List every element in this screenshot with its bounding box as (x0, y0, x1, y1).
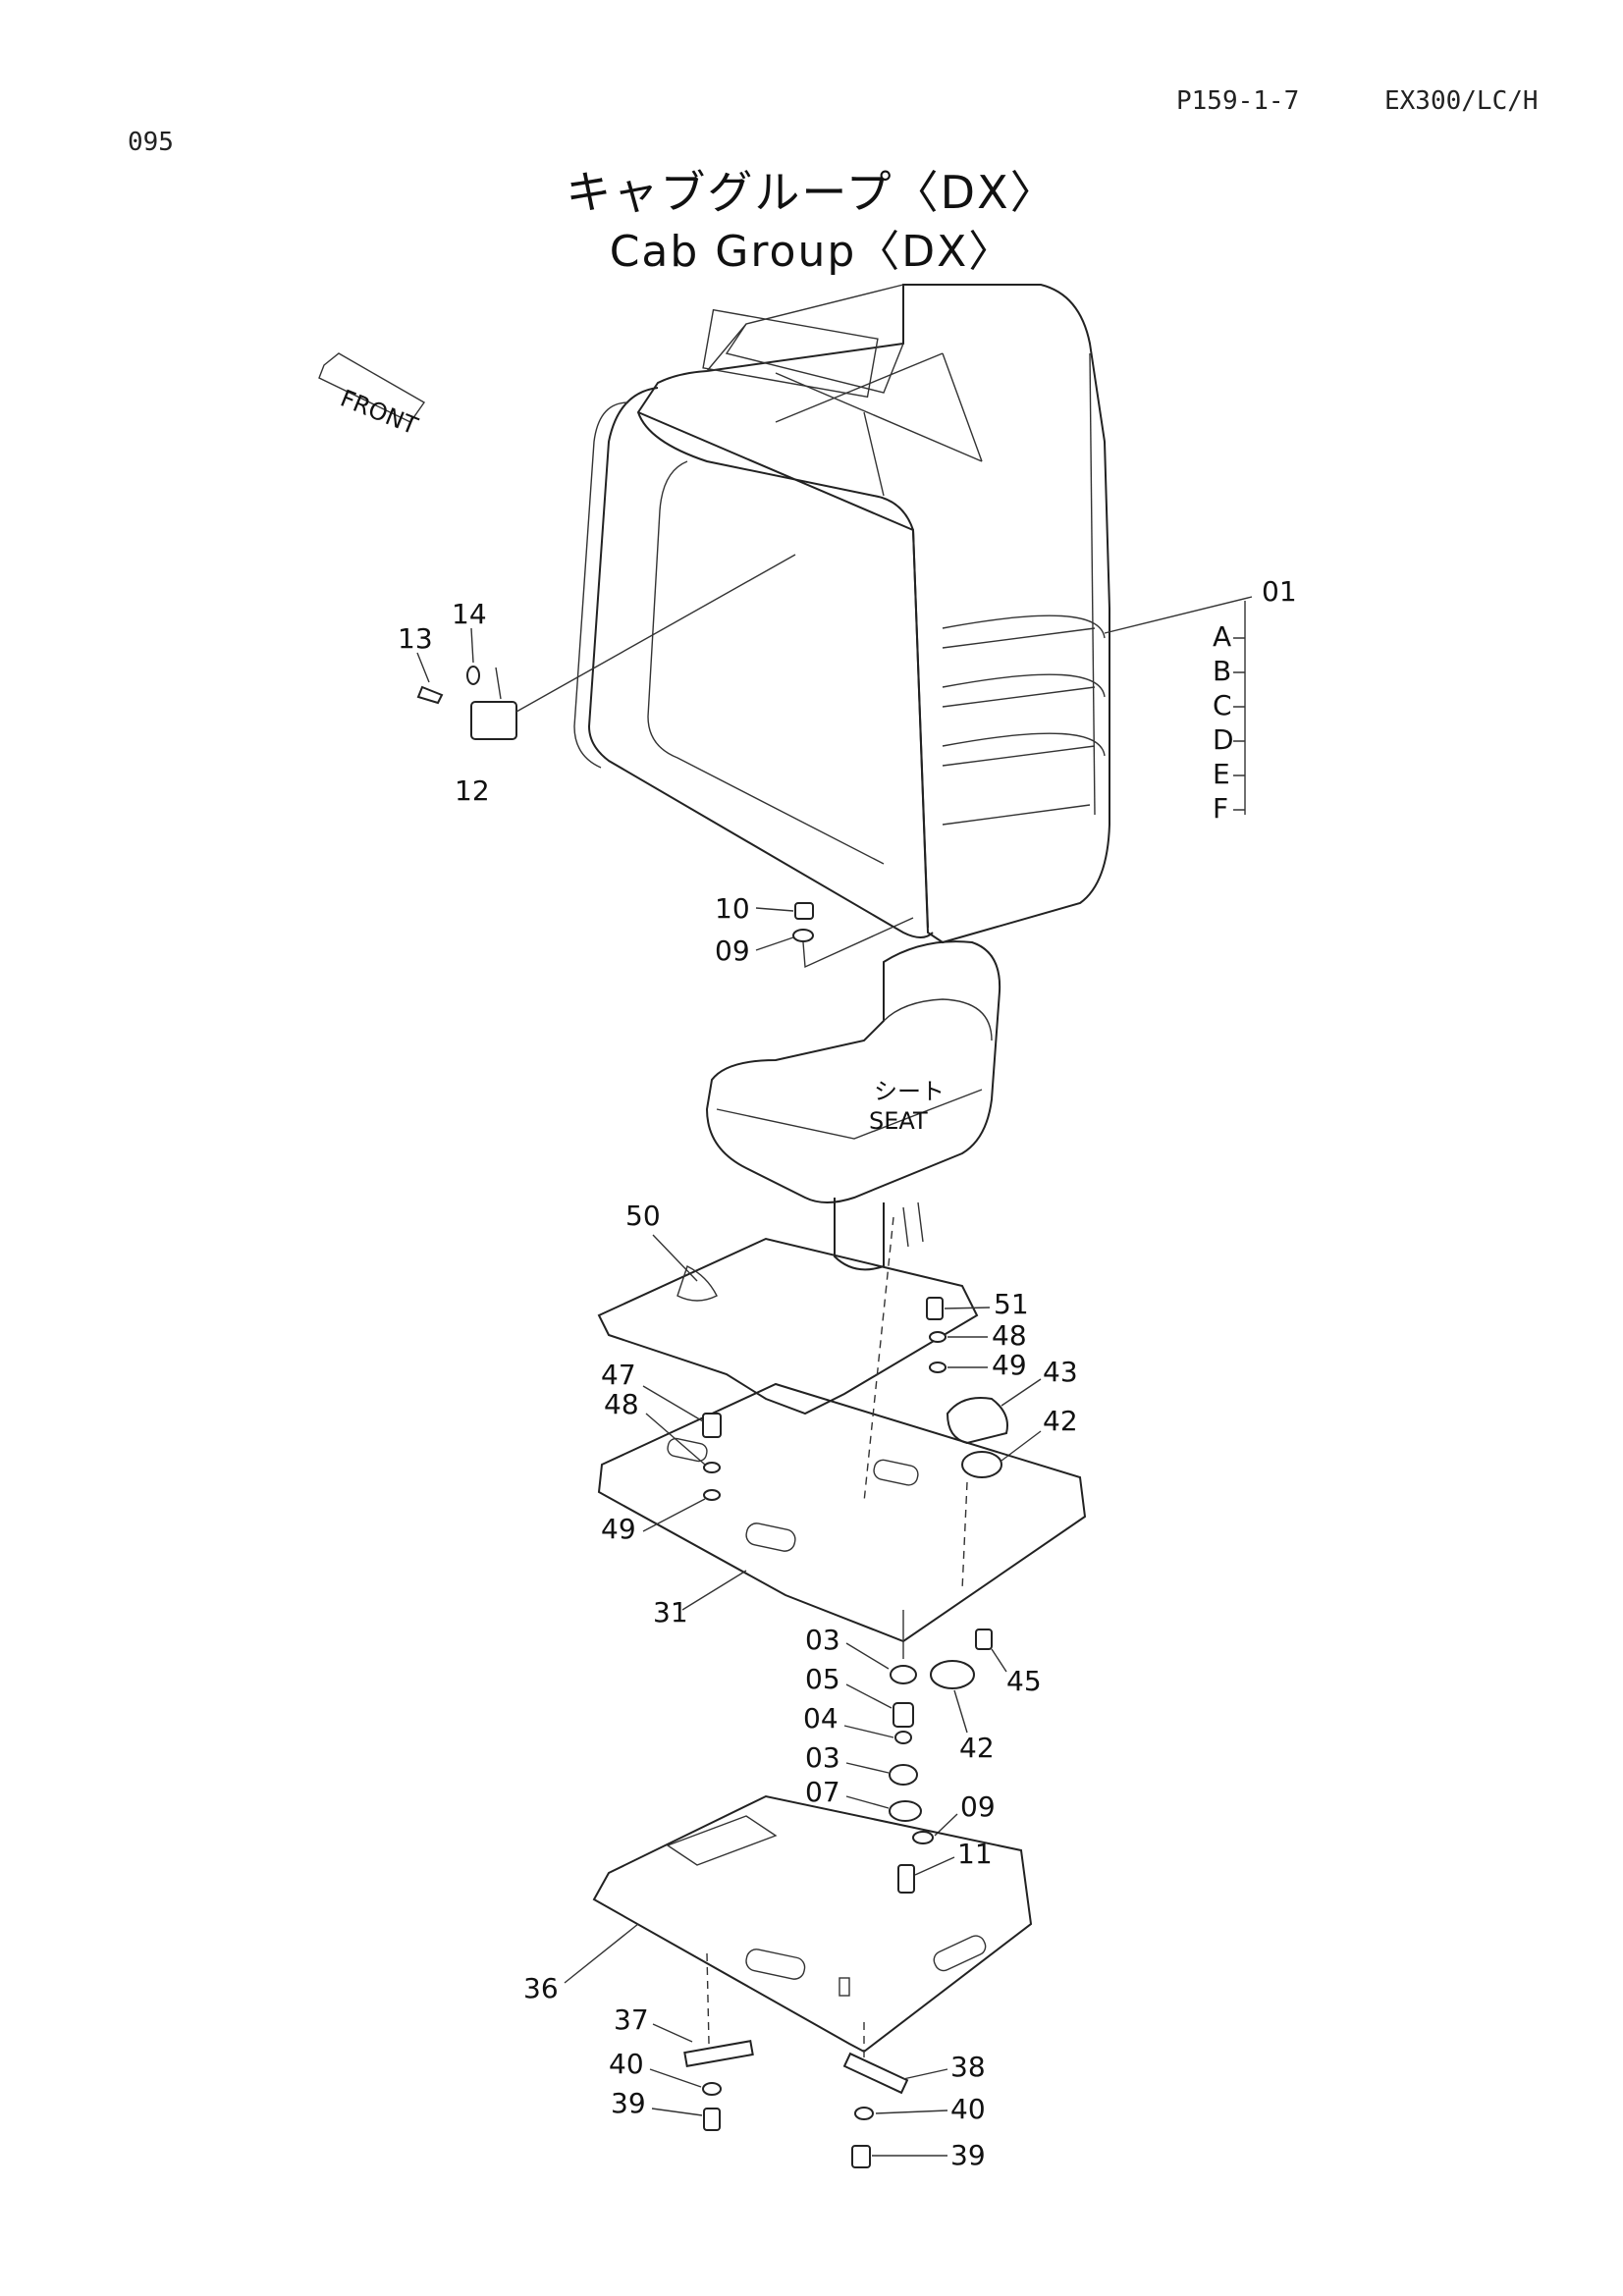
spacer-part-03-upper (890, 1665, 917, 1684)
part-label-39-right: 39 (950, 2139, 986, 2171)
floor-plate-part-31 (597, 1382, 1087, 1643)
variant-b: B (1213, 655, 1231, 687)
washer-part-09-upper (792, 929, 814, 942)
part-label-51: 51 (994, 1288, 1029, 1320)
cap-part-43 (946, 1397, 1008, 1445)
bolt-part-51 (926, 1297, 944, 1320)
part-label-42-lower: 42 (959, 1732, 995, 1764)
variant-a: A (1213, 620, 1231, 653)
washer-part-04 (894, 1731, 912, 1744)
part-label-36: 36 (523, 1972, 559, 2004)
part-label-07: 07 (805, 1776, 840, 1808)
part-label-12: 12 (455, 774, 490, 807)
title-japanese: キャブグループ〈DX〉 (566, 166, 1057, 219)
mount-part-42-upper (961, 1451, 1002, 1478)
model-code: EX300/LC/H (1384, 86, 1539, 116)
part-label-31: 31 (653, 1596, 688, 1629)
part-label-01: 01 (1262, 575, 1297, 608)
bolt-part-11 (897, 1864, 915, 1894)
front-label: FRONT (337, 385, 422, 441)
washer-part-48-left (703, 1462, 721, 1473)
seat: シート SEAT (705, 940, 1001, 1271)
part-label-40-left: 40 (609, 2048, 644, 2080)
part-label-10: 10 (715, 892, 750, 925)
part-label-05: 05 (805, 1663, 840, 1695)
part-label-43: 43 (1043, 1356, 1078, 1388)
washer-part-40-left (702, 2082, 722, 2096)
part-label-14: 14 (452, 598, 487, 630)
variant-e: E (1213, 758, 1230, 790)
mount-part-42-lower (930, 1660, 975, 1689)
base-plate-part-36 (592, 1794, 1033, 2054)
bolt-part-39-left (703, 2108, 721, 2131)
washer-part-49-left (703, 1489, 721, 1501)
part-label-40-right: 40 (950, 2093, 986, 2125)
ring-part-07 (889, 1800, 922, 1822)
center-axis-upper (863, 1216, 894, 1503)
seat-label-ja: シート (874, 1078, 945, 1105)
plate-part-38 (842, 2052, 909, 2095)
part-label-04: 04 (803, 1702, 839, 1735)
part-label-09-upper: 09 (715, 934, 750, 967)
variant-list: A B C D E F (1213, 620, 1245, 825)
variant-d: D (1213, 723, 1234, 756)
cab-assembly (573, 284, 1110, 944)
variant-f: F (1213, 792, 1228, 825)
part-label-50: 50 (625, 1200, 661, 1232)
title-english: Cab Group〈DX〉 (609, 227, 1014, 277)
screw-part-13 (416, 685, 444, 705)
seat-plate-part-50 (597, 1237, 979, 1415)
center-axis-right (961, 1481, 968, 1591)
plate-part-37 (683, 2040, 754, 2067)
part-label-39-left: 39 (611, 2087, 646, 2119)
part-label-47: 47 (601, 1359, 636, 1391)
bolt-part-39-right (851, 2145, 871, 2168)
washer-part-40-right (854, 2107, 874, 2120)
part-label-48-left: 48 (604, 1388, 639, 1420)
part-label-03-upper: 03 (805, 1624, 840, 1656)
part-label-42-upper: 42 (1043, 1405, 1078, 1437)
part-label-03-lower: 03 (805, 1741, 840, 1774)
nut-part-10 (794, 902, 814, 920)
washer-part-09-lower (912, 1831, 934, 1844)
seat-label-en: SEAT (869, 1107, 928, 1135)
collar-part-05 (893, 1702, 914, 1728)
part-label-09-lower: 09 (960, 1790, 996, 1823)
page-code: P159-1-7 (1176, 86, 1300, 116)
part-label-38: 38 (950, 2051, 986, 2083)
part-label-37: 37 (614, 2003, 649, 2036)
variant-c: C (1213, 689, 1232, 721)
washer-part-48-right (929, 1331, 947, 1343)
part-label-48-right: 48 (992, 1319, 1027, 1352)
front-arrow-icon: FRONT (318, 352, 426, 441)
part-label-13: 13 (398, 622, 433, 655)
stopper-part-45 (975, 1629, 993, 1650)
washer-part-14 (466, 666, 480, 685)
part-label-45: 45 (1006, 1665, 1042, 1697)
bolt-part-47 (702, 1413, 722, 1438)
page-number: 095 (128, 128, 174, 157)
part-label-49-left: 49 (601, 1513, 636, 1545)
part-label-49-right: 49 (992, 1349, 1027, 1381)
washer-part-49-right (929, 1362, 947, 1373)
bracket-part-12 (470, 554, 796, 740)
spacer-part-03-lower (889, 1764, 918, 1786)
